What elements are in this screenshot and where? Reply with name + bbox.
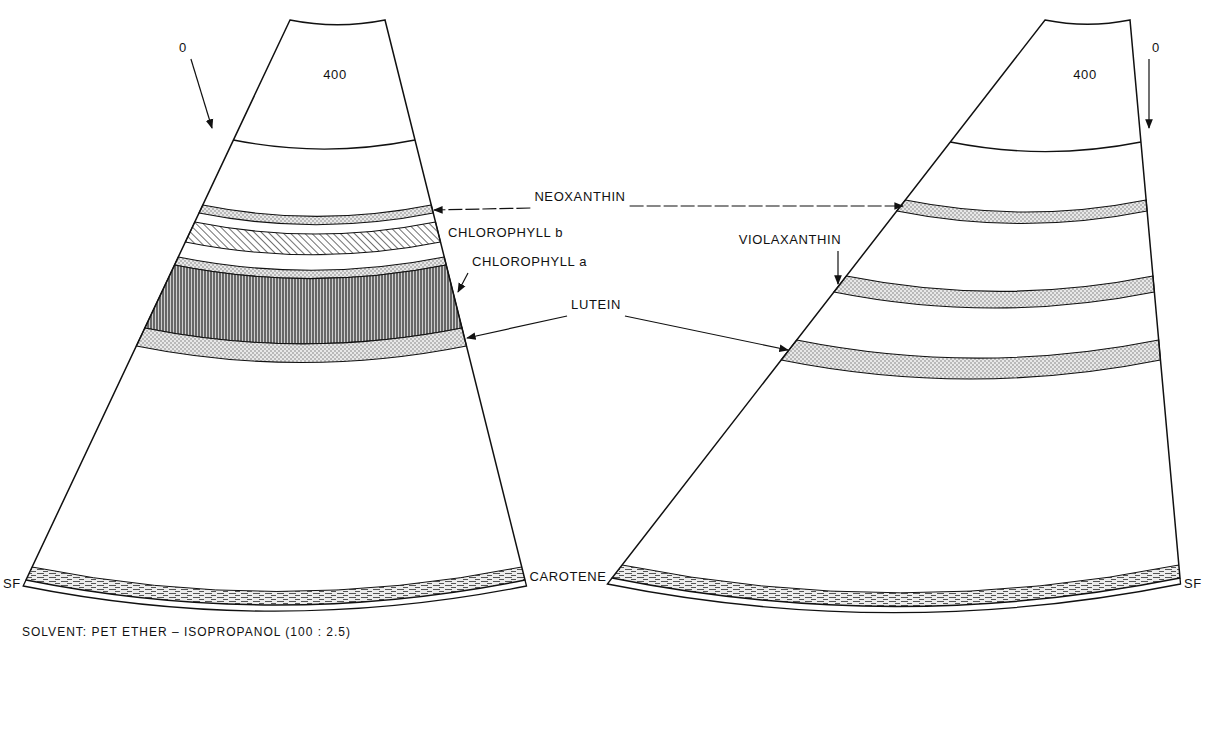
leader-arrow xyxy=(458,273,468,292)
solvent-front-label: SF xyxy=(3,576,21,592)
pigment-label: LUTEIN xyxy=(571,297,621,313)
leader-arrow xyxy=(837,251,838,284)
origin-value: 400 xyxy=(1073,67,1097,83)
pigment-label: CAROTENE xyxy=(529,569,606,585)
leader-arrow xyxy=(434,208,530,210)
leader-arrow xyxy=(1148,59,1149,128)
pigment-band xyxy=(834,276,1154,308)
pigment-label: CHLOROPHYLL a xyxy=(472,254,587,270)
origin-line xyxy=(233,140,415,149)
chromatogram-sector xyxy=(607,20,1180,613)
sector-outline xyxy=(612,20,1180,606)
leader-arrow xyxy=(191,59,212,128)
pigment-label: NEOXANTHIN xyxy=(534,189,625,205)
band-edge xyxy=(32,567,522,591)
pigment-band xyxy=(199,205,433,225)
solvent-front-line xyxy=(23,580,526,611)
pigment-band xyxy=(897,200,1147,224)
origin-mark: 0 xyxy=(179,40,187,56)
leader-arrow xyxy=(625,316,788,350)
pigment-band xyxy=(781,340,1160,379)
solvent-front-line xyxy=(607,578,1180,613)
sector-outline xyxy=(26,20,525,605)
leader-arrow xyxy=(630,205,903,206)
pigment-label: VIOLAXANTHIN xyxy=(739,232,842,248)
origin-mark: 0 xyxy=(1152,40,1160,56)
solvent-caption: SOLVENT: PET ETHER – ISOPROPANOL (100 : … xyxy=(22,624,351,640)
band-edge xyxy=(622,565,1179,593)
leader-arrow xyxy=(467,316,567,338)
origin-line xyxy=(950,142,1141,152)
pigment-label: CHLOROPHYLL b xyxy=(448,225,563,241)
origin-value: 400 xyxy=(323,67,347,83)
pigment-band xyxy=(145,265,462,344)
solvent-front-label: SF xyxy=(1184,576,1202,592)
chromatogram-sector xyxy=(23,20,526,611)
pigment-band xyxy=(136,328,466,363)
pigment-band xyxy=(185,222,440,255)
carotene-band xyxy=(612,565,1180,606)
